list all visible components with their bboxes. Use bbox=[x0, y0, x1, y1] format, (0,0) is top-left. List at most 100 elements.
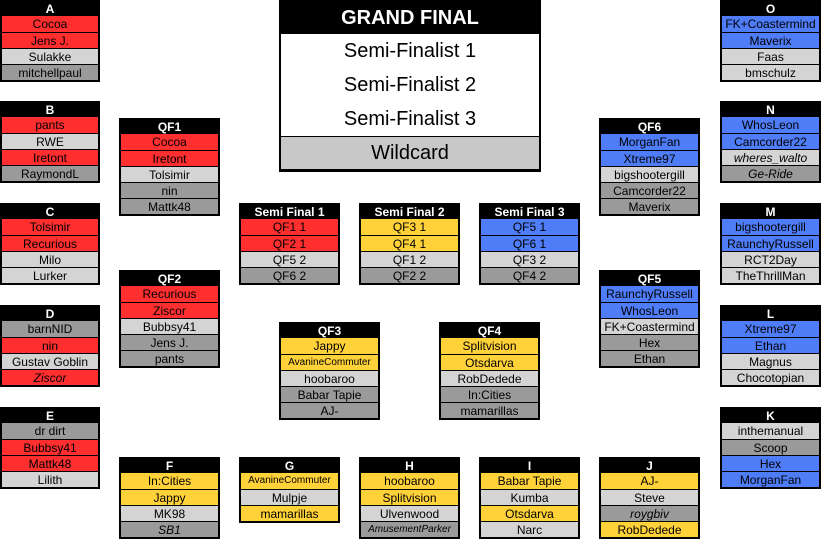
group-b-entry: Iretont bbox=[2, 149, 98, 165]
group-k-entry: inthemanual bbox=[722, 423, 819, 439]
group-c-entry: Lurker bbox=[2, 267, 98, 283]
group-h-entry: AmusementParker bbox=[361, 521, 458, 537]
qf6-entry: Xtreme97 bbox=[601, 150, 698, 166]
qf3-entry: hoobaroo bbox=[281, 370, 378, 386]
group-n-entry: wheres_walto bbox=[722, 149, 819, 165]
group-f-entry: In:Cities bbox=[121, 473, 218, 489]
qf4-title: QF4 bbox=[477, 324, 502, 338]
group-f-entry: Jappy bbox=[121, 489, 218, 505]
sf3-title: Semi Final 3 bbox=[494, 205, 565, 219]
qf1-entry: Tolsimir bbox=[121, 166, 218, 182]
sf1-title: Semi Final 1 bbox=[254, 205, 325, 219]
qf2-entry: Jens J. bbox=[121, 334, 218, 350]
qf4-entry: RobDedede bbox=[441, 370, 538, 386]
group-m-title: M bbox=[765, 205, 776, 219]
group-e-title: E bbox=[45, 409, 54, 423]
sf3-entry: QF5 1 bbox=[481, 219, 578, 235]
group-g-entry: Mulpje bbox=[241, 489, 338, 505]
group-i-entry: Narc bbox=[481, 521, 578, 537]
qf4-entry: Splitvision bbox=[441, 338, 538, 354]
group-j-entry: Steve bbox=[601, 489, 698, 505]
group-f-title: F bbox=[165, 459, 174, 473]
group-h-entry: hoobaroo bbox=[361, 473, 458, 489]
group-d-entry: nin bbox=[2, 337, 98, 353]
qf6-entry: Maverix bbox=[601, 198, 698, 214]
group-g-entry: mamarillas bbox=[241, 505, 338, 521]
sf1-entry: QF6 2 bbox=[241, 267, 338, 283]
group-k-entry: Scoop bbox=[722, 439, 819, 455]
group-l-entry: Chocotopian bbox=[722, 369, 819, 385]
group-d-entry: barnNID bbox=[2, 321, 98, 337]
group-a-entry: Cocoa bbox=[2, 16, 98, 32]
group-j-entry: roygbiv bbox=[601, 505, 698, 521]
group-h-entry: Splitvision bbox=[361, 489, 458, 505]
sf1-entry: QF2 1 bbox=[241, 235, 338, 251]
sf2-entry: QF1 2 bbox=[361, 251, 458, 267]
grand-final-box: GRAND FINAL Semi-Finalist 1 Semi-Finalis… bbox=[279, 0, 541, 172]
group-n-title: N bbox=[766, 103, 775, 117]
group-l-entry: Ethan bbox=[722, 337, 819, 353]
group-d-title: D bbox=[45, 307, 55, 321]
group-n-entry: WhosLeon bbox=[722, 117, 819, 133]
grand-final-slot-2: Semi-Finalist 2 bbox=[281, 68, 539, 102]
group-i-entry: Kumba bbox=[481, 489, 578, 505]
sf2-title: Semi Final 2 bbox=[374, 205, 445, 219]
group-i-entry: Otsdarva bbox=[481, 505, 578, 521]
grand-final-slot-1: Semi-Finalist 1 bbox=[281, 34, 539, 68]
grand-final-wildcard: Wildcard bbox=[281, 136, 539, 169]
group-c-entry: Tolsimir bbox=[2, 219, 98, 235]
sf3-entry: QF6 1 bbox=[481, 235, 578, 251]
group-b-title: B bbox=[45, 103, 55, 117]
qf1-entry: Cocoa bbox=[121, 134, 218, 150]
qf1-title: QF1 bbox=[157, 120, 182, 134]
group-c-entry: Recurious bbox=[2, 235, 98, 251]
group-h-entry: Ulvenwood bbox=[361, 505, 458, 521]
group-m-entry: RCT2Day bbox=[722, 251, 819, 267]
qf5-entry: RaunchyRussell bbox=[601, 286, 698, 302]
qf2-entry: Ziscor bbox=[121, 302, 218, 318]
qf5-entry: Hex bbox=[601, 334, 698, 350]
group-m-entry: RaunchyRussell bbox=[722, 235, 819, 251]
sf3-entry: QF3 2 bbox=[481, 251, 578, 267]
qf6-title: QF6 bbox=[637, 120, 662, 134]
sf1-entry: QF5 2 bbox=[241, 251, 338, 267]
group-j-title: J bbox=[646, 459, 653, 473]
group-g-title: G bbox=[284, 459, 295, 473]
qf2-entry: pants bbox=[121, 350, 218, 366]
grand-final-title: GRAND FINAL bbox=[341, 7, 479, 29]
group-l-title: L bbox=[766, 307, 775, 321]
sf2-entry: QF3 1 bbox=[361, 219, 458, 235]
sf3-entry: QF4 2 bbox=[481, 267, 578, 283]
group-i-entry: Babar Tapie bbox=[481, 473, 578, 489]
qf5-entry: Ethan bbox=[601, 350, 698, 366]
sf2-entry: QF2 2 bbox=[361, 267, 458, 283]
group-j-entry: RobDedede bbox=[601, 521, 698, 537]
group-b-entry: RaymondL bbox=[2, 165, 98, 181]
group-d-entry: Ziscor bbox=[2, 369, 98, 385]
qf5-entry: WhosLeon bbox=[601, 302, 698, 318]
qf4-entry: mamarillas bbox=[441, 402, 538, 418]
qf2-title: QF2 bbox=[157, 272, 182, 286]
qf3-entry: Babar Tapie bbox=[281, 386, 378, 402]
qf3-entry: AvanineCommuter bbox=[281, 354, 378, 370]
qf5-title: QF5 bbox=[637, 272, 662, 286]
qf3-title: QF3 bbox=[317, 324, 342, 338]
group-f-entry: SB1 bbox=[121, 521, 218, 537]
qf6-entry: MorganFan bbox=[601, 134, 698, 150]
group-o-entry: Faas bbox=[722, 48, 819, 64]
qf1-entry: nin bbox=[121, 182, 218, 198]
